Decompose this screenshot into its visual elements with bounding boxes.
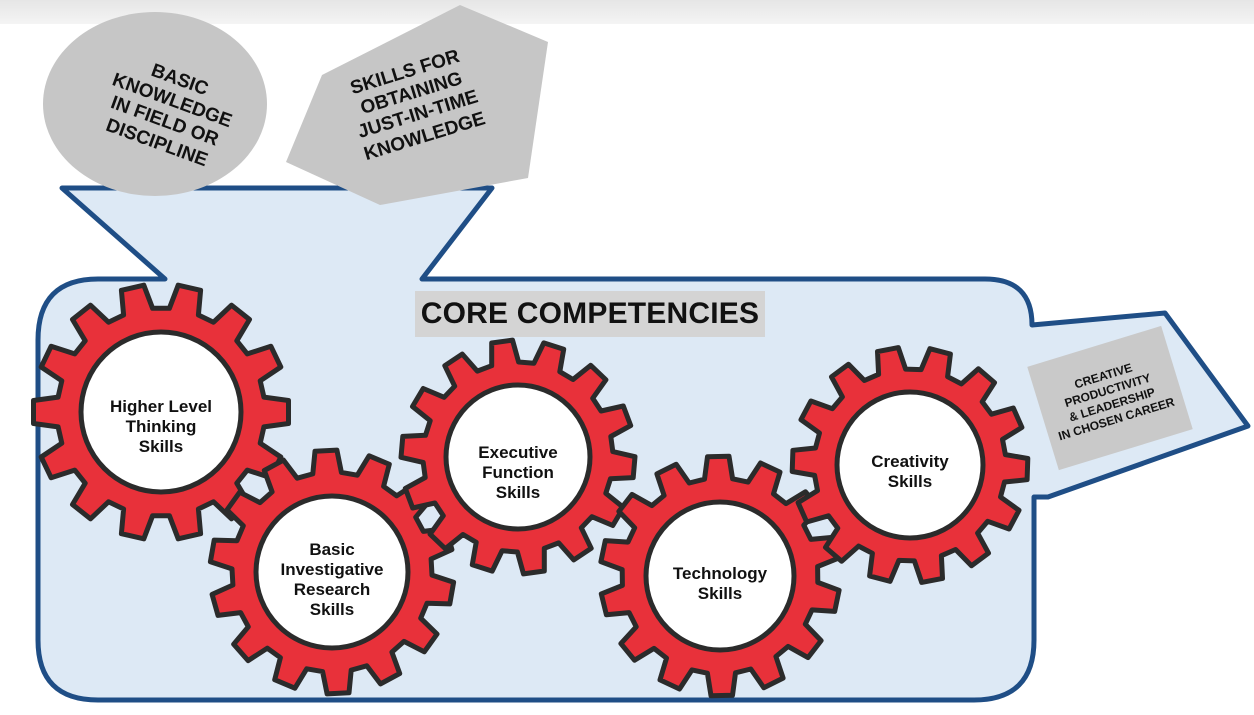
gear-technology [598, 453, 842, 699]
gear-label-higher-level-thinking: Higher Level Thinking Skills [109, 396, 213, 457]
gear-creativity-hub [834, 389, 986, 541]
gear-label-creativity: Creativity Skills [871, 451, 949, 491]
gear-higher-level-thinking-hub [78, 329, 244, 495]
gear-label-technology: Technology Skills [672, 563, 768, 603]
gear-higher-level-thinking [31, 282, 291, 542]
input-just-in-time-shape [286, 5, 548, 205]
core-competencies-title-text: CORE COMPETENCIES [420, 297, 760, 330]
output-label-text: CREATIVE PRODUCTIVITY & LEADERSHIP IN CH… [1056, 360, 1177, 444]
core-competencies-title: CORE COMPETENCIES [415, 291, 765, 337]
gear-layer [31, 282, 1031, 699]
input-basic-knowledge-shape [43, 12, 267, 196]
gear-executive-function-hub [443, 382, 593, 532]
gear-label-basic-investigative-research: Basic Investigative Research Skills [280, 539, 384, 620]
top-band [0, 0, 1254, 24]
gear-basic-investigative-research-hub [253, 493, 411, 651]
gear-label-executive-function: Executive Function Skills [478, 442, 558, 503]
gear-technology-hub [643, 499, 797, 653]
gear-executive-function [398, 337, 638, 577]
gear-basic-investigative-research [207, 447, 457, 697]
gear-creativity [789, 345, 1031, 585]
